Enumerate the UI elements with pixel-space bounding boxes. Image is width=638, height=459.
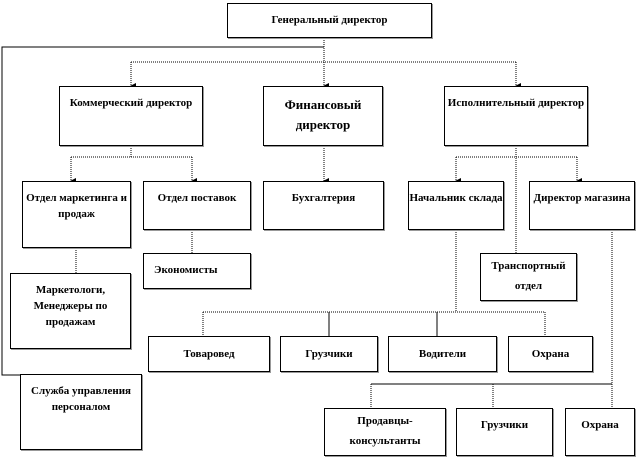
warehouse-security-box: Охрана [508,336,593,372]
hr-service-box: Служба управления персоналом [20,374,142,450]
supply-dept-box: Отдел поставок [143,181,251,230]
store-director-box: Директор магазина [529,181,635,230]
drivers-label: Водители [418,348,467,360]
store-security-box: Охрана [565,408,635,456]
sales-consultants-box: Продавцы-консультанты [324,408,446,456]
marketers-label: Маркетологи, Менеджеры по продажам [33,284,108,328]
store-loaders-label: Грузчики [480,419,529,431]
sales-consultants-label: Продавцы-консультанты [349,415,421,447]
transport-dept-box: Транспортный отдел [480,253,577,301]
warehouse-loaders-box: Грузчики [280,336,378,372]
warehouse-loaders-label: Грузчики [305,348,353,360]
marketing-dept-label: Отдел маркетинга и продаж [26,192,127,220]
accounting-label: Бухгалтерия [291,192,356,204]
commercial-director-box: Коммерческий директор [59,86,203,146]
merchandiser-box: Товаровед [148,336,270,372]
marketing-dept-box: Отдел маркетинга и продаж [22,181,131,248]
executive-director-box: Исполнительный директор [444,86,588,146]
marketers-box: Маркетологи, Менеджеры по продажам [10,273,131,349]
warehouse-security-label: Охрана [531,348,570,360]
store-loaders-box: Грузчики [456,408,553,456]
merchandiser-label: Товаровед [183,348,235,360]
store-security-label: Охрана [581,419,619,431]
general-director-box: Генеральный директор [227,3,432,38]
general-director-label: Генеральный директор [271,14,388,26]
warehouse-head-label: Начальник склада [409,192,503,204]
warehouse-head-box: Начальник склада [408,181,504,230]
financial-director-box: Финансовый директор [263,86,383,146]
transport-dept-label: Транспортный отдел [491,260,566,292]
commercial-director-label: Коммерческий директор [69,97,193,109]
hr-service-label: Служба управления персоналом [31,385,131,413]
financial-director-label: Финансовый директор [284,97,362,132]
drivers-box: Водители [388,336,497,372]
hr-connector [1,46,324,376]
economists-box: Экономисты [143,253,251,289]
supply-dept-label: Отдел поставок [157,192,237,204]
executive-director-label: Исполнительный директор [447,97,585,109]
economists-label: Экономисты [154,264,218,276]
accounting-box: Бухгалтерия [263,181,384,230]
store-director-label: Директор магазина [533,192,631,204]
